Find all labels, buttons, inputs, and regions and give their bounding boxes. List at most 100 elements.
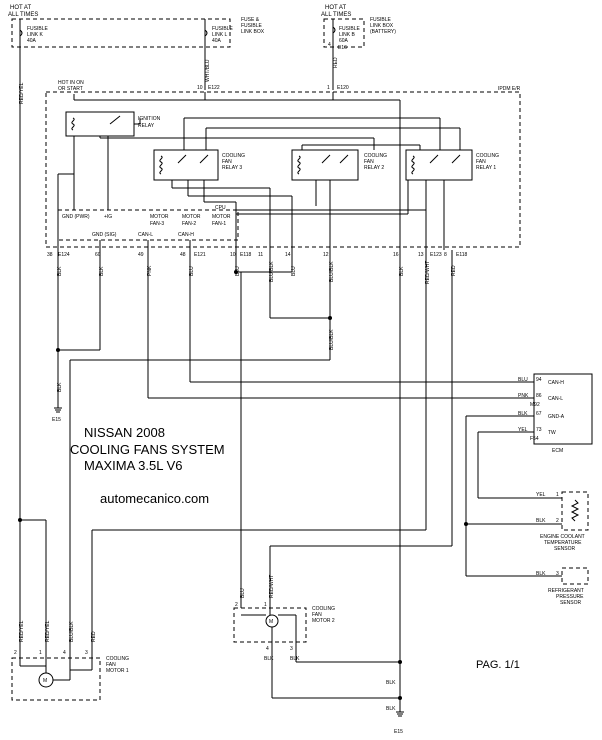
ecm-can-l: CAN-L	[548, 396, 563, 402]
relay-2-switch-icon-1	[321, 154, 331, 164]
ect-pin-1: 1	[556, 492, 559, 498]
battery-fusible-link-box	[323, 18, 365, 48]
connector-e118-left: E118	[240, 252, 252, 258]
fusible-link-b-name: LINK B	[339, 32, 356, 38]
ecm-pin-94: 94	[536, 377, 542, 383]
cooling-fan-motor-1: RED/YEL RED/YEL BLU/BLK RED 2 1 4 3 M CO…	[11, 620, 129, 701]
relay-2-label-3: RELAY 2	[364, 165, 384, 171]
pin-14: 14	[285, 252, 291, 258]
rps-box	[561, 567, 589, 585]
ecm-pin-86: 86	[536, 393, 542, 399]
ecm-wire-yel: YEL	[518, 427, 528, 433]
wire-blk-60: BLK	[99, 266, 105, 276]
wire-blk-ground-label: BLK	[57, 382, 63, 392]
ecm-connector-m92: M92	[530, 402, 540, 408]
ipdm-connector-pins: 38 E124 60 49 48 E121 10 E118 11 14 12 1…	[47, 252, 468, 258]
ecm-pin-73: 73	[536, 427, 542, 433]
motor-1-label-2: FAN	[106, 662, 116, 668]
motor-2-wire-blk-2: BLK	[290, 656, 300, 662]
motor-2-pin-4: 4	[266, 646, 269, 652]
connector-e16-label: E16	[338, 45, 347, 51]
battery-box-label-1: FUSIBLE	[370, 17, 392, 23]
motor-1-pin-2: 2	[14, 650, 17, 656]
motor-fan-2-label-1: MOTOR	[182, 214, 201, 220]
ect-wire-yel: YEL	[536, 492, 546, 498]
motor-1-wire-red-yel-2: RED/YEL	[45, 620, 51, 642]
ecm-can-h: CAN-H	[548, 380, 564, 386]
gnd-sig-label: GND (SIG)	[92, 232, 117, 238]
fusible-link-b-label: FUSIBLE	[339, 26, 361, 32]
wire-blu-blk-pin11-label: BLU/BLK	[269, 261, 275, 282]
motor-fan-1-label-2: FAN-1	[212, 221, 226, 227]
title-block: NISSAN 2008 COOLING FANS SYSTEM MAXIMA 3…	[70, 425, 520, 671]
fuse-fusible-link-box	[11, 18, 231, 48]
battery-box-label-2: LINK BOX	[370, 23, 394, 29]
wire-blu-pin10-label: BLU	[235, 266, 241, 276]
relay-1-coil-icon	[411, 155, 415, 175]
motor-2-label-3: MOTOR 2	[312, 618, 335, 624]
connector-e120-label: E120	[337, 85, 349, 91]
pin-4-label: 4	[328, 42, 331, 48]
wire-blu-pin14-label: BLU	[291, 266, 297, 276]
fusible-link-b-rating: 60A	[339, 38, 349, 44]
relay-3-switch-icon-2	[199, 154, 209, 164]
motor-1-symbol: M	[43, 678, 47, 684]
motor-1-wire-blu-blk: BLU/BLK	[69, 621, 75, 642]
ect-pin-2: 2	[556, 518, 559, 524]
cooling-fan-relay-1	[405, 149, 473, 181]
motor-fan-1-label-1: MOTOR	[212, 214, 231, 220]
wire-blk-38: BLK	[57, 266, 63, 276]
ect-wire-blk: BLK	[536, 518, 546, 524]
ecm-connector-f54: F54	[530, 436, 539, 442]
ecm-label: ECM	[552, 448, 563, 454]
gnd-pwr-label: GND (PWR)	[62, 214, 90, 220]
relay-2-switch-icon-2	[339, 154, 349, 164]
fusible-link-b-symbol	[332, 26, 336, 34]
relay-1-switch-icon-2	[451, 154, 461, 164]
pin-38: 38	[47, 252, 53, 258]
wht-blu-wire-label: WHT/BLU	[205, 59, 211, 82]
relay-3-coil-icon	[159, 155, 163, 175]
relay-2-label-2: FAN	[364, 159, 374, 165]
motor-2-label-1: COOLING	[312, 606, 335, 612]
fusible-link-k-name: LINK K	[27, 32, 44, 38]
page-number: PAG. 1/1	[476, 659, 520, 671]
motor-fan-3-label-2: FAN-3	[150, 221, 164, 227]
ignition-relay-label-2: RELAY	[138, 123, 155, 129]
refrigerant-pressure-sensor: BLK 3 REFRIGERANT PRESSURE SENSOR	[536, 567, 589, 606]
ecm-tw: TW	[548, 430, 556, 436]
relay-2-label-1: COOLING	[364, 153, 387, 159]
fusible-link-l-rating: 40A	[212, 38, 222, 44]
ground-wire-blk-1: BLK	[386, 680, 396, 686]
title-line-1: NISSAN 2008	[84, 425, 165, 440]
rps-pin-3: 3	[556, 571, 559, 577]
hot-at-all-times-label-3: HOT AT	[325, 5, 346, 11]
ground-e15-symbol-2	[396, 711, 404, 717]
motor-1-pin-4: 4	[63, 650, 66, 656]
ecm-wire-blk: BLK	[518, 411, 528, 417]
wire-blu-motor2-label: BLU	[240, 588, 246, 598]
wire-red-pin8-label: RED	[451, 265, 457, 276]
red-yel-wire-label: RED/YEL	[19, 82, 25, 104]
motor-2-pin-1: 1	[264, 602, 267, 608]
motor-2-label-2: FAN	[312, 612, 322, 618]
motor-fan-3-label-1: MOTOR	[150, 214, 169, 220]
ecm-gnd-a: GND-A	[548, 414, 565, 420]
relay-3-switch-icon-1	[177, 154, 187, 164]
title-line-2: COOLING FANS SYSTEM	[70, 442, 225, 457]
pin-1-label: 1	[327, 85, 330, 91]
wire-red-wht-pin13-label: RED/WHT	[425, 261, 431, 284]
fusible-link-l-name: LINK L	[212, 32, 228, 38]
motor-1-label-1: COOLING	[106, 656, 129, 662]
pin-11: 11	[258, 252, 263, 258]
wire-blu-blk-pin12-label: BLU/BLK	[329, 261, 335, 282]
ecm-box	[533, 373, 593, 445]
rps-label-1: REFRIGERANT	[548, 588, 584, 594]
connector-e122-label: E122	[208, 85, 220, 91]
ect-label-3: SENSOR	[554, 546, 576, 552]
motor-1-outline	[11, 657, 101, 701]
pin-10-label: 10	[197, 85, 203, 91]
hot-in-on-label: HOT IN ON	[58, 80, 84, 86]
connector-e123: E123	[430, 252, 442, 258]
or-start-label: OR START	[58, 86, 83, 92]
